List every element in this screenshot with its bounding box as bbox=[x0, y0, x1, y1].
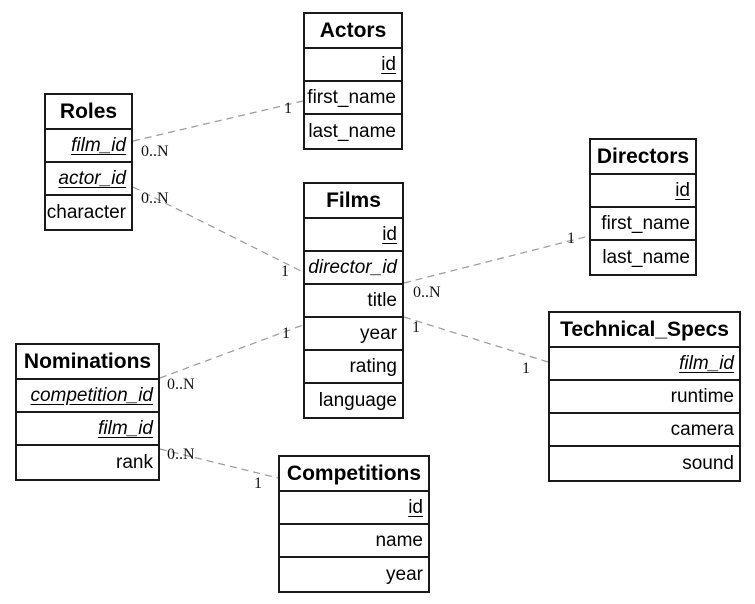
entity-roles-title: Roles bbox=[46, 95, 131, 130]
entity-technical-specs-title: Technical_Specs bbox=[550, 313, 739, 348]
cardinality-label-roles-films-0: 0..N bbox=[141, 190, 169, 207]
field-technical-specs-camera: camera bbox=[550, 414, 739, 447]
field-nominations-rank: rank bbox=[116, 451, 153, 473]
field-nominations-competition-id: competition_id bbox=[17, 380, 158, 413]
entity-directors-title: Directors bbox=[591, 140, 695, 175]
relation-line-roles-actors bbox=[132, 100, 304, 142]
cardinality-label-nominations-competitions-1: 1 bbox=[254, 475, 262, 492]
cardinality-label-roles-actors-1: 1 bbox=[284, 100, 292, 117]
field-roles-actor-id: actor_id bbox=[46, 163, 131, 196]
field-directors-id: id bbox=[591, 175, 695, 208]
field-films-language: language bbox=[318, 389, 397, 411]
field-competitions-year: year bbox=[386, 563, 423, 585]
entity-actors-title: Actors bbox=[305, 14, 401, 49]
relation-line-films-directors bbox=[403, 235, 590, 284]
relation-line-nominations-films bbox=[159, 324, 304, 379]
field-actors-first-name: first_name bbox=[305, 82, 401, 115]
cardinality-label-films-technical-specs-0: 1 bbox=[412, 319, 420, 336]
cardinality-label-nominations-competitions-0: 0..N bbox=[167, 446, 195, 463]
field-technical-specs-film-id: film_id bbox=[550, 348, 739, 381]
cardinality-label-nominations-films-0: 0..N bbox=[167, 376, 195, 393]
relation-line-roles-films bbox=[132, 186, 304, 273]
field-actors-last-name: last_name bbox=[308, 120, 396, 142]
field-films-year: year bbox=[305, 318, 402, 351]
field-technical-specs-runtime: runtime bbox=[550, 381, 739, 414]
field-competitions-id: id bbox=[280, 492, 428, 525]
cardinality-label-films-directors-1: 1 bbox=[567, 230, 575, 247]
field-directors-last-name: last_name bbox=[602, 246, 690, 268]
field-films-director-id: director_id bbox=[305, 252, 402, 285]
field-technical-specs-sound: sound bbox=[682, 452, 734, 474]
entity-films-title: Films bbox=[305, 184, 402, 219]
field-directors-first-name: first_name bbox=[591, 208, 695, 241]
entity-nominations-title: Nominations bbox=[17, 345, 158, 380]
cardinality-label-roles-films-1: 1 bbox=[281, 263, 289, 280]
cardinality-label-films-directors-0: 0..N bbox=[413, 284, 441, 301]
field-competitions-name: name bbox=[280, 525, 428, 558]
field-nominations-film-id: film_id bbox=[17, 413, 158, 446]
cardinality-label-nominations-films-1: 1 bbox=[282, 325, 290, 342]
relation-line-films-technical-specs bbox=[403, 316, 549, 363]
cardinality-label-roles-actors-0: 0..N bbox=[141, 143, 169, 160]
entity-competitions-title: Competitions bbox=[280, 457, 428, 492]
field-films-id: id bbox=[305, 219, 402, 252]
cardinality-label-films-technical-specs-1: 1 bbox=[522, 360, 530, 377]
field-films-title: title bbox=[305, 285, 402, 318]
relation-line-nominations-competitions bbox=[159, 448, 279, 479]
field-actors-id: id bbox=[305, 49, 401, 82]
field-roles-character: character bbox=[46, 201, 126, 223]
field-films-rating: rating bbox=[305, 351, 402, 384]
field-roles-film-id: film_id bbox=[46, 130, 131, 163]
